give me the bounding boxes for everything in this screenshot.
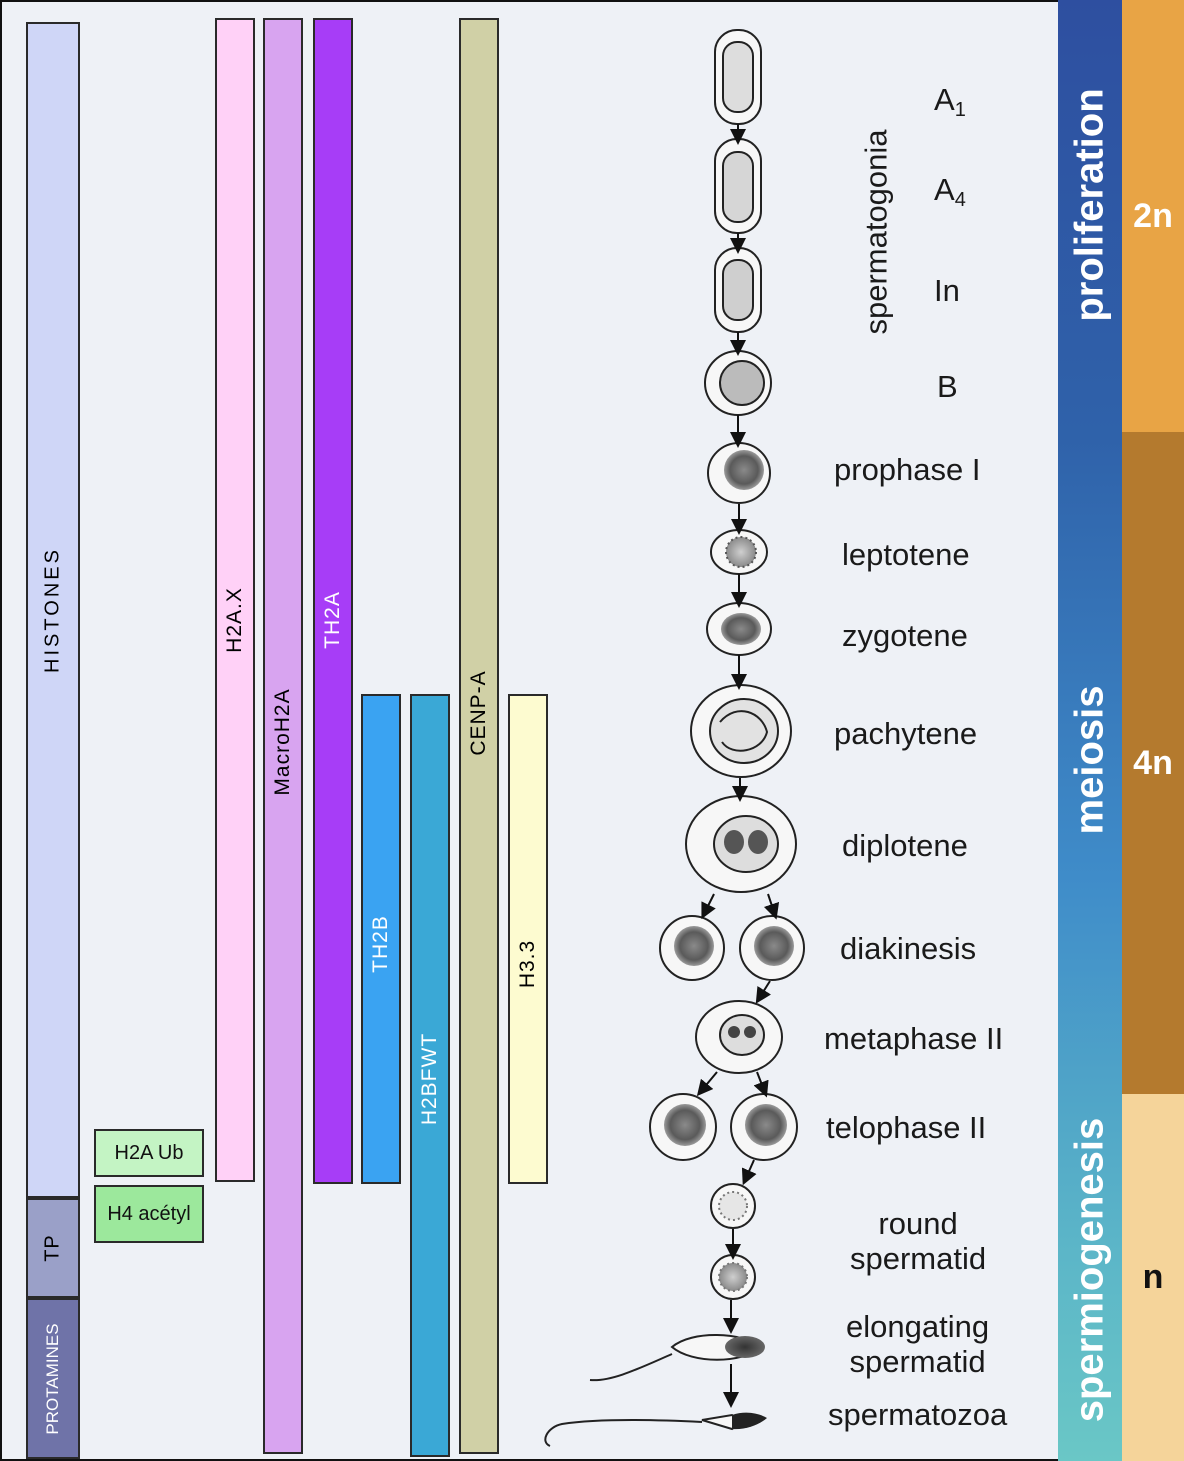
stage-telophase-ii: telophase II <box>826 1110 986 1145</box>
cell-diplotene <box>686 796 796 892</box>
phase-spermiogenesis: spermiogenesis <box>1068 1118 1113 1423</box>
cell-b <box>705 351 771 415</box>
cell-a4 <box>715 139 761 233</box>
stage-leptotene: leptotene <box>842 537 970 572</box>
cell-prophase <box>708 443 770 503</box>
cell-telophase-right <box>731 1094 797 1160</box>
ploidy-2n: 2n <box>1122 0 1184 432</box>
cell-elongating-spermatid <box>590 1335 765 1380</box>
cell-leptotene <box>711 530 767 574</box>
stage-a1: A1 <box>934 82 966 128</box>
spermatogonia-label: spermatogonia <box>859 129 894 334</box>
stage-diakinesis: diakinesis <box>840 931 976 966</box>
cell-in <box>715 248 761 332</box>
stage-pachytene: pachytene <box>834 716 977 751</box>
phase-proliferation: proliferation <box>1068 88 1113 321</box>
stage-a4-sub: 4 <box>955 189 966 211</box>
stage-elongating-spermatid: elongating spermatid <box>846 1309 989 1379</box>
cell-round-spermatid-2 <box>711 1255 755 1299</box>
cell-diakinesis-right <box>740 916 804 980</box>
stage-elongating-line1: elongating <box>846 1309 989 1344</box>
cell-metaphase <box>696 1001 782 1073</box>
phase-column: proliferation meiosis spermiogenesis <box>1058 0 1122 1461</box>
stage-a1-text: A <box>934 82 955 117</box>
stage-round-line2: spermatid <box>850 1241 986 1276</box>
stage-round-line1: round <box>850 1206 986 1241</box>
phase-meiosis: meiosis <box>1068 686 1113 835</box>
cell-zygotene <box>707 603 771 655</box>
stage-in: In <box>934 273 960 308</box>
cell-spermatozoa <box>545 1413 767 1446</box>
stage-a4-text: A <box>934 172 955 207</box>
cell-round-spermatid-1 <box>711 1184 755 1228</box>
stage-round-spermatid: round spermatid <box>850 1206 986 1276</box>
stage-a1-sub: 1 <box>955 99 966 121</box>
stage-prophase-i: prophase I <box>834 452 981 487</box>
cell-diakinesis-left <box>660 916 724 980</box>
ploidy-n: n <box>1122 1094 1184 1461</box>
cell-a1 <box>715 30 761 124</box>
ploidy-4n: 4n <box>1122 432 1184 1094</box>
stage-b: B <box>937 369 958 404</box>
ploidy-column: 2n 4n n <box>1122 0 1184 1461</box>
cell-telophase-left <box>650 1094 716 1160</box>
stage-elongating-line2: spermatid <box>846 1344 989 1379</box>
stage-zygotene: zygotene <box>842 618 968 653</box>
stage-metaphase-ii: metaphase II <box>824 1021 1003 1056</box>
cell-pachytene <box>691 685 791 777</box>
stage-spermatozoa: spermatozoa <box>828 1397 1007 1432</box>
stage-a4: A4 <box>934 172 966 218</box>
stage-diplotene: diplotene <box>842 828 968 863</box>
